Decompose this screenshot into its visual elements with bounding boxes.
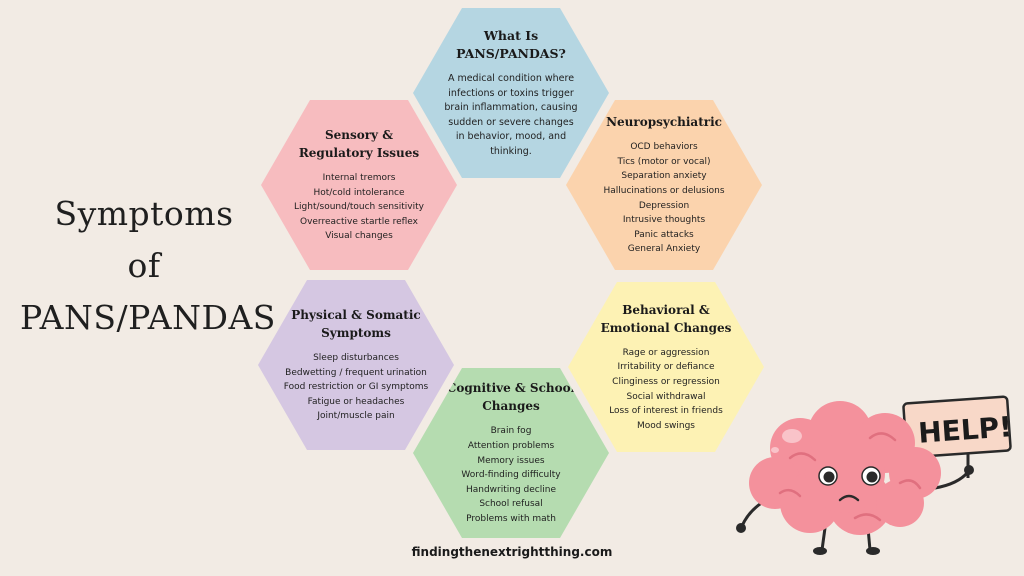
hex-behavioral-title: Behavioral & Emotional Changes [600,302,732,335]
main-title-line-2: of [127,246,161,285]
hex-sensory-title: Sensory & Regulatory Issues [298,128,420,161]
hex-cognitive: Cognitive & School Changes Brain fog Att… [413,368,609,538]
hex-cognitive-list: Brain fog Attention problems Memory issu… [461,424,560,526]
list-item: Word-finding difficulty [461,470,561,481]
hex-behavioral: Behavioral & Emotional Changes Rage or a… [568,282,764,452]
list-item: Loss of interest in friends [609,406,723,417]
list-item: Irritability or defiance [617,362,715,373]
list-item: Handwriting decline [465,484,556,495]
list-item: Clinginess or regression [612,376,720,387]
hex-physical: Physical & Somatic Symptoms Sleep distur… [258,280,454,450]
hex-cognitive-title: Cognitive & School Changes [446,381,576,414]
hex-what-is: What Is PANS/PANDAS? A medical condition… [413,8,609,178]
list-item: OCD behaviors [630,142,698,153]
list-item: Depression [638,200,690,211]
list-item: Hallucinations or delusions [603,185,725,196]
hex-neuropsychiatric: Neuropsychiatric OCD behaviors Tics (mot… [566,100,762,270]
brain-right-foot [866,547,880,555]
list-item: Social withdrawal [626,391,706,402]
hex-physical-title: Physical & Somatic Symptoms [291,308,421,341]
list-item: Joint/muscle pain [317,411,395,422]
list-item: Mood swings [636,420,695,431]
list-item: Problems with math [466,513,556,524]
list-item: Sleep disturbances [313,353,399,364]
list-item: Food restriction or GI symptoms [283,382,429,393]
list-item: Visual changes [325,231,393,242]
brain-illustration: HELP! [736,395,1013,555]
list-item: Hot/cold intolerance [313,187,405,198]
hex-sensory-list: Internal tremors Hot/cold intolerance Li… [294,171,424,244]
list-item: Light/sound/touch sensitivity [294,202,424,213]
list-item: General Anxiety [627,244,701,255]
brain-highlight [771,447,779,453]
list-item: Intrusive thoughts [622,215,706,226]
footer-website: findingthenextrightthing.com [411,545,613,559]
hex-neuropsychiatric-title: Neuropsychiatric [606,115,722,130]
brain-folds [778,432,922,522]
hex-what-is-title: What Is PANS/PANDAS? [456,28,566,61]
list-item: Separation anxiety [621,171,707,182]
hex-behavioral-list: Rage or aggression Irritability or defia… [609,346,723,434]
list-item: Attention problems [467,441,555,452]
list-item: Rage or aggression [622,347,710,358]
list-item: Internal tremors [322,173,396,184]
hex-sensory: Sensory & Regulatory Issues Internal tre… [261,100,457,270]
list-item: Overreactive startle reflex [299,216,419,227]
help-sign-text: HELP! [917,410,1013,449]
brain-right-hand [964,465,974,475]
list-item: Fatigue or headaches [307,396,405,407]
list-item: Panic attacks [634,229,694,240]
main-title-line-1: Symptoms [54,194,234,233]
hex-physical-list: Sleep disturbances Bedwetting / frequent… [284,351,429,424]
list-item: Tics (motor or vocal) [617,156,711,167]
hex-what-is-description: A medical condition where infections or … [444,73,578,157]
hex-neuropsychiatric-list: OCD behaviors Tics (motor or vocal) Sepa… [603,140,724,257]
brain-highlight [782,429,802,443]
list-item: Bedwetting / frequent urination [285,367,427,378]
brain-left-foot [813,547,827,555]
list-item: School refusal [479,499,543,510]
list-item: Brain fog [490,426,532,437]
brain-body [749,401,941,535]
list-item: Memory issues [477,455,545,466]
brain-left-leg [820,526,827,552]
brain-face [818,466,881,502]
main-title-line-3: PANS/PANDAS [20,298,276,337]
brain-left-hand [736,523,746,533]
main-title: Symptoms of PANS/PANDAS [20,188,276,344]
